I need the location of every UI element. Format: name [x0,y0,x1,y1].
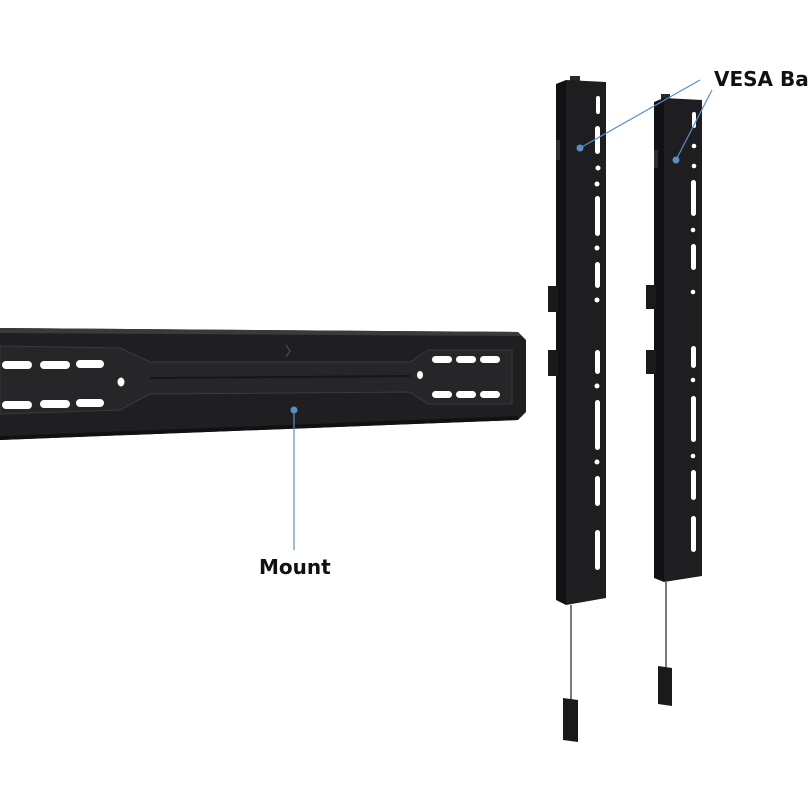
vesa-bar-callout [576,79,713,164]
vesa-bar-label: VESA Bar [714,67,810,91]
vesa-bar-rear [646,94,702,706]
wall-mount-rail [0,328,526,440]
vesa-bar-front [548,76,606,742]
mount-label: Mount [259,555,331,579]
right-mount-slots [417,356,500,398]
left-mount-slots [2,360,125,409]
mount-callout [290,406,298,550]
